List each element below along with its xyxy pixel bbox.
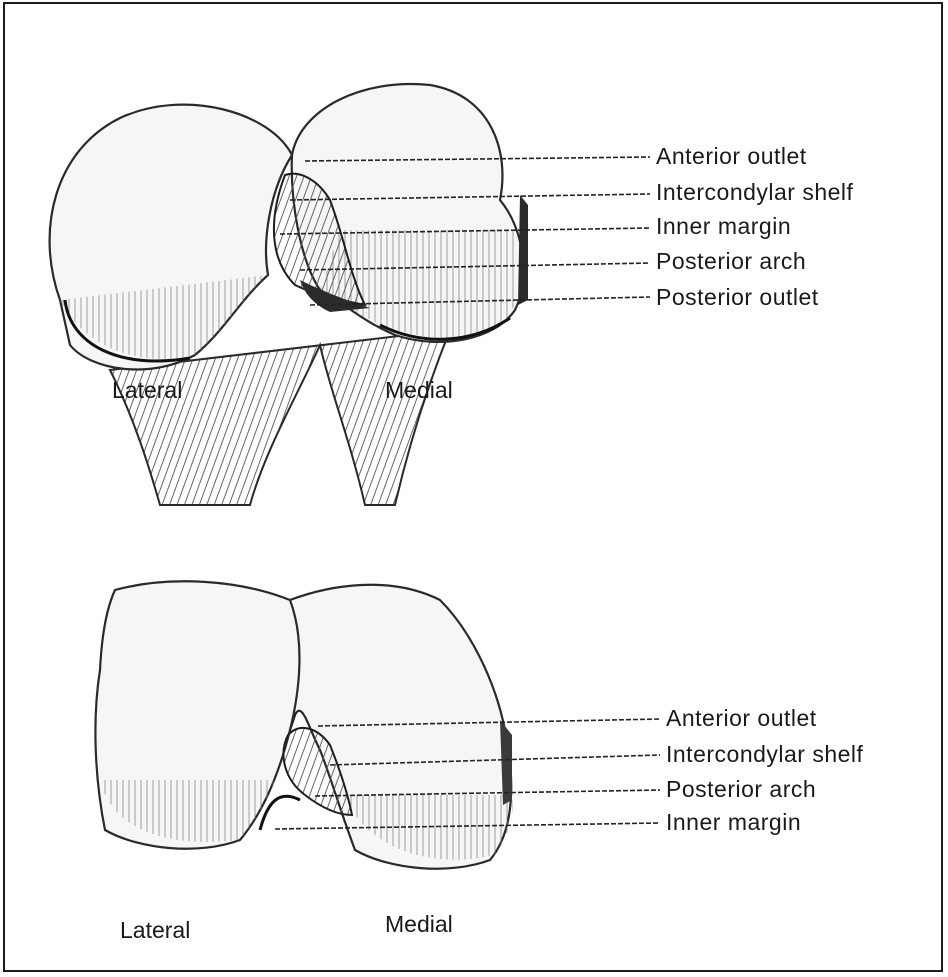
label-top-posterior-arch: Posterior arch — [656, 248, 806, 274]
label-bottom-anterior-outlet: Anterior outlet — [666, 705, 817, 731]
label-top-posterior-outlet: Posterior outlet — [656, 284, 819, 310]
label-bottom-intercondylar-shelf: Intercondylar shelf — [666, 741, 864, 767]
top-knee-illustration — [50, 84, 528, 505]
label-bottom-lateral: Lateral — [120, 917, 190, 943]
label-top-medial: Medial — [385, 377, 453, 403]
label-bottom-posterior-arch: Posterior arch — [666, 776, 816, 802]
label-bottom-inner-margin: Inner margin — [666, 809, 801, 835]
label-bottom-medial: Medial — [385, 911, 453, 937]
label-top-lateral: Lateral — [112, 377, 182, 403]
label-top-anterior-outlet: Anterior outlet — [656, 143, 807, 169]
label-top-intercondylar-shelf: Intercondylar shelf — [656, 179, 854, 205]
label-top-inner-margin: Inner margin — [656, 213, 791, 239]
